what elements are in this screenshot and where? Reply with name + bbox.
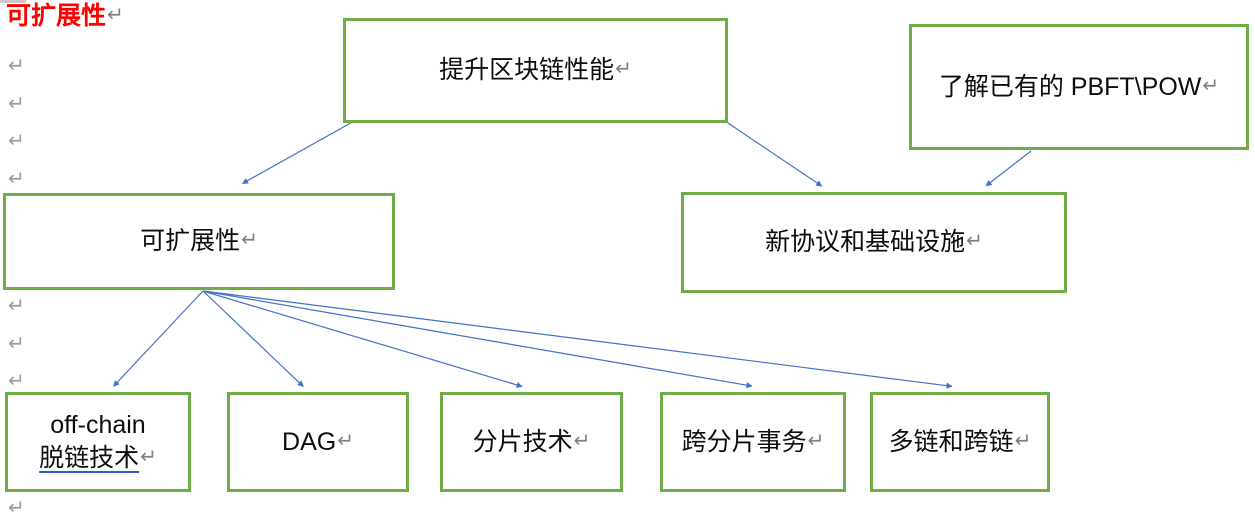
edge-improve-to-newproto[interactable] — [724, 120, 823, 187]
pilcrow-icon: ↵ — [573, 427, 591, 452]
node-label: DAG — [282, 427, 337, 456]
node-label: 脱链技术 — [39, 444, 140, 472]
node-existing-consensus-line-0: 了解已有的 PBFT\POW↵ — [939, 71, 1219, 104]
pilcrow-icon: ↵ — [615, 56, 632, 80]
node-label: 提升区块链性能 — [439, 56, 615, 84]
node-label: 分片技术 — [472, 427, 573, 456]
pilcrow-icon: ↵ — [1014, 427, 1032, 452]
node-dag[interactable]: DAG↵ — [227, 392, 409, 492]
node-off-chain-line-1: 脱链技术↵ — [39, 442, 157, 475]
paragraph-mark-3: ↵ — [8, 166, 25, 190]
node-label: off-chain — [50, 411, 146, 439]
page-title: 可扩展性↵ — [6, 4, 124, 29]
node-cross-shard-tx[interactable]: 跨分片事务↵ — [660, 392, 846, 492]
paragraph-mark-1: ↵ — [8, 91, 25, 115]
node-label: 可扩展性 — [140, 227, 241, 255]
edge-scalability-to-crossshard[interactable] — [202, 290, 753, 389]
pilcrow-icon: ↵ — [337, 427, 354, 452]
node-improve-performance[interactable]: 提升区块链性能↵ — [343, 18, 728, 123]
edge-scalability-to-offchain[interactable] — [113, 290, 204, 387]
node-off-chain-line-0: off-chain — [50, 409, 145, 442]
node-label: 多链和跨链 — [888, 427, 1014, 456]
node-label: 了解已有的 PBFT\POW — [938, 72, 1202, 101]
pilcrow-icon: ↵ — [107, 2, 124, 26]
page-boundary-mark — [0, 0, 26, 3]
node-scalability-line-0: 可扩展性↵ — [140, 225, 258, 258]
pilcrow-icon: ↵ — [807, 427, 825, 452]
paragraph-mark-4: ↵ — [8, 293, 25, 317]
node-dag-line-0: DAG↵ — [282, 426, 354, 459]
edge-scalability-to-sharding[interactable] — [202, 290, 523, 388]
paragraph-mark-5: ↵ — [8, 331, 25, 355]
pilcrow-icon: ↵ — [1202, 72, 1220, 97]
node-sharding-line-0: 分片技术↵ — [473, 426, 591, 459]
pilcrow-icon: ↵ — [241, 227, 258, 251]
node-cross-shard-tx-line-0: 跨分片事务↵ — [682, 426, 825, 459]
node-multi-chain[interactable]: 多链和跨链↵ — [870, 392, 1050, 492]
paragraph-mark-6: ↵ — [8, 368, 25, 392]
paragraph-mark-2: ↵ — [8, 128, 25, 152]
page-title-text: 可扩展性 — [6, 2, 107, 30]
node-label: 新协议和基础设施 — [765, 228, 966, 256]
paragraph-mark-0: ↵ — [8, 53, 25, 77]
node-sharding[interactable]: 分片技术↵ — [440, 392, 623, 492]
node-label: 跨分片事务 — [681, 427, 807, 456]
node-off-chain[interactable]: off-chain 脱链技术↵ — [5, 392, 191, 492]
edge-scalability-to-dag[interactable] — [202, 290, 304, 387]
node-multi-chain-line-0: 多链和跨链↵ — [889, 426, 1032, 459]
edge-improve-to-scalability[interactable] — [241, 119, 357, 184]
edge-consensus-to-newproto[interactable] — [985, 150, 1032, 187]
node-new-protocol-infra-line-0: 新协议和基础设施↵ — [765, 226, 983, 259]
pilcrow-icon: ↵ — [140, 444, 157, 468]
node-scalability[interactable]: 可扩展性↵ — [3, 193, 395, 290]
pilcrow-icon: ↵ — [966, 228, 983, 252]
paragraph-mark-7: ↵ — [8, 495, 25, 519]
edge-scalability-to-multichain[interactable] — [202, 290, 953, 389]
node-existing-consensus[interactable]: 了解已有的 PBFT\POW↵ — [909, 24, 1249, 150]
node-new-protocol-infra[interactable]: 新协议和基础设施↵ — [681, 192, 1067, 293]
node-improve-performance-line-0: 提升区块链性能↵ — [439, 54, 632, 87]
